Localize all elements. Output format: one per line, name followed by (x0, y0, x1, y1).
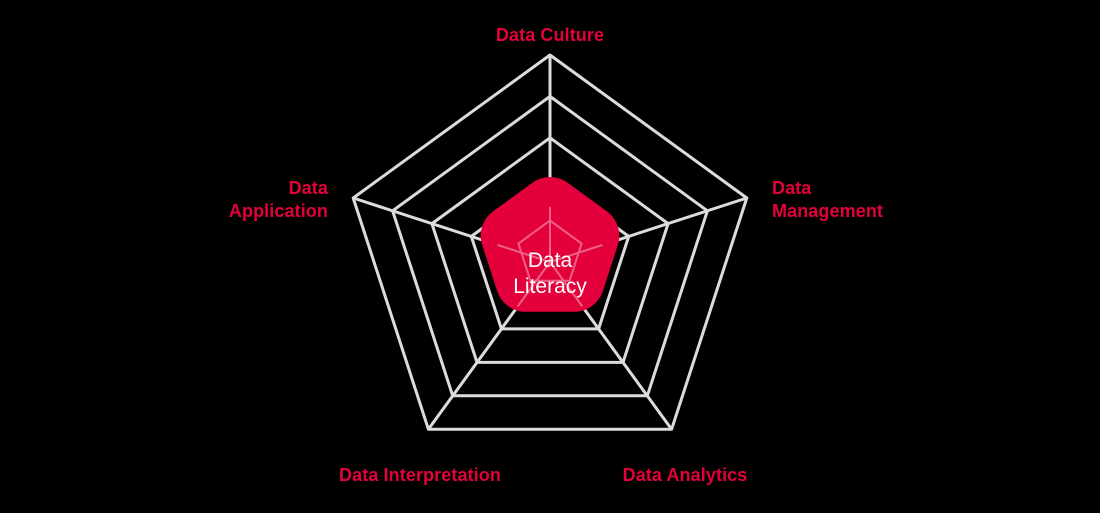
radar-ring-5 (351, 53, 749, 431)
radar-inner-grid (497, 207, 603, 307)
axis-label-data-analytics: Data Analytics (622, 465, 748, 485)
radar-ring-4 (391, 94, 709, 398)
radar-inner-spoke-data-analytics (549, 261, 584, 307)
radar-series-data-literacy (480, 177, 620, 312)
radar-inner-spoke-data-application (497, 244, 551, 263)
radar-inner-spoke-data-management (549, 244, 603, 263)
axis-label-data-application: Data Application (228, 178, 328, 221)
axis-label-data-interpretation: Data Interpretation (339, 465, 501, 485)
radar-ring-3 (430, 136, 670, 364)
radar-ring-1 (517, 219, 583, 282)
radar-inner-spoke-data-interpretation (516, 261, 551, 307)
axis-label-data-management: Data Management (772, 178, 884, 221)
axis-label-data-culture: Data Culture (495, 25, 605, 45)
